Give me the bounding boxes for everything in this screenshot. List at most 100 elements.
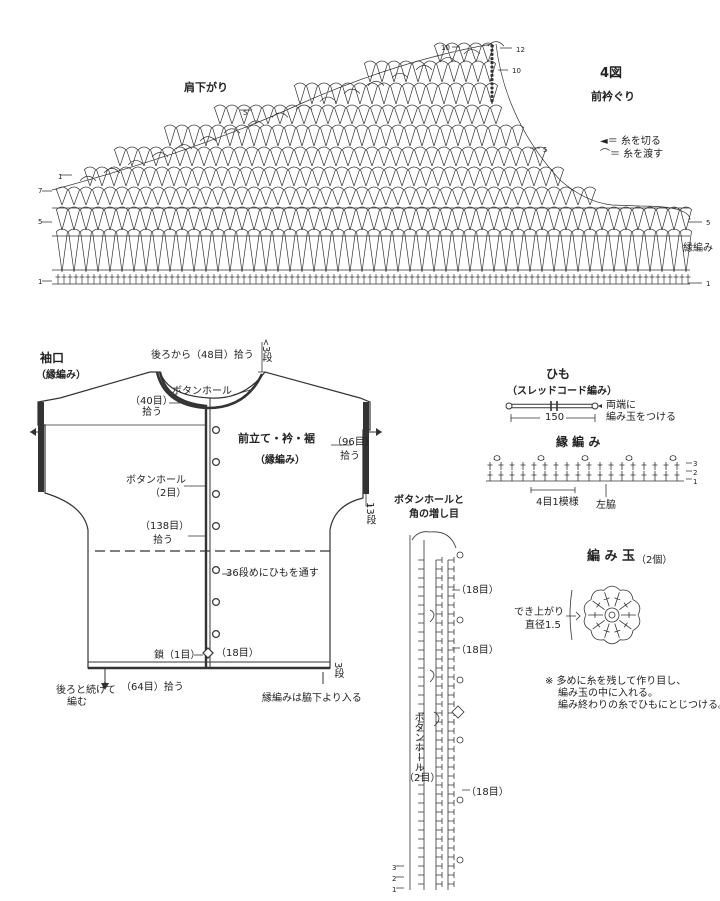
bh-vertical-label: ボタンホール (412, 712, 423, 772)
stitch-dot (490, 61, 494, 65)
edge-row-1: 1 (693, 478, 698, 486)
pick-96-sub: 拾う (340, 451, 360, 462)
edge-row-2: 2 (693, 469, 698, 477)
stitch-dot (490, 78, 494, 82)
edge-row-3: 3 (693, 460, 698, 468)
bh-row-3: 3 (392, 864, 397, 872)
row-marker-5-right: 5 (543, 146, 548, 154)
rows-13-label: 13段 (364, 502, 375, 525)
edge-picot (537, 455, 545, 461)
front-band-title: 前立て・衿・裾 (238, 432, 315, 445)
buttonhole-chart (396, 531, 470, 890)
cuff-subtitle: （縁編み） (36, 370, 86, 381)
garment-schematic (30, 338, 382, 690)
picot-bead (456, 856, 464, 864)
picot-bead (456, 616, 464, 624)
picot-bead (456, 796, 464, 804)
bh-18-c: （18目） (466, 787, 509, 798)
buttonhole-panel-title-1: ボタンホールと (394, 495, 464, 506)
shoulder-label: 肩下がり (184, 81, 228, 94)
string-length: 150 (545, 412, 565, 423)
edge-repeat-label: 4目1模様 (536, 497, 579, 508)
picot-bead (456, 676, 464, 684)
ball-diameter-bracket (569, 589, 573, 641)
ball-arrow (575, 611, 581, 621)
stitch-dot (490, 86, 494, 90)
corner-mark (451, 705, 465, 719)
buttonhole-mid-count: （2目） (150, 488, 187, 499)
stitch-dot (490, 48, 494, 52)
stitch-dot (490, 82, 494, 86)
string-subtitle: （スレッドコード編み） (507, 386, 617, 397)
row-marker-5-left: 5 (38, 218, 43, 226)
edge-picot (493, 455, 501, 461)
ball-count: （2個） (636, 555, 673, 566)
edge-stitch-lines (486, 456, 692, 497)
continue-back-sub: 編む (67, 697, 87, 708)
figure-number: 4図 (600, 66, 623, 81)
stitch-dot (490, 73, 494, 77)
stitch-dot (490, 57, 494, 61)
buttonhole-stitch-lines (396, 531, 470, 890)
picot-bead (456, 736, 464, 744)
cuff-title: 袖口 (40, 351, 65, 365)
ball-note-1: ※ 多めに糸を残して作り目し、 (545, 676, 687, 687)
back-pick-label: 後ろから（48目）拾う (151, 350, 254, 361)
bh-count: （2目） (404, 773, 441, 784)
corner-chain-label: 鎖（1目） (154, 650, 201, 661)
pick-40-sub: 拾う (142, 407, 162, 418)
buttonhole-top-label: ボタンホール (172, 386, 232, 397)
figure-subtitle: 前衿ぐり (591, 90, 635, 103)
stitch-dot (490, 52, 494, 57)
row-marker-5-top: 5 (243, 109, 248, 117)
stitch-dot (490, 90, 494, 94)
edge-picot (581, 455, 589, 461)
row-marker-1-top: 1 (58, 173, 63, 181)
ball-done-2: 直径1.5 (525, 620, 561, 631)
rows-3-bottom: 3段 (332, 662, 343, 679)
buttonhole-panel-title-2: 角の増し目 (409, 509, 459, 520)
continue-back-label: 後ろと続けて (56, 685, 116, 696)
pick-138-label: （138目） (140, 521, 190, 532)
pick-96-label: （96目） (332, 437, 375, 448)
edge-picot (625, 455, 633, 461)
bh-row-1: 1 (392, 886, 397, 894)
picot-bead (456, 551, 464, 559)
pick-138-sub: 拾う (153, 535, 173, 546)
ball-stitch-lines (566, 585, 641, 645)
edge-label: 縁編み (683, 243, 713, 254)
legend-pass: ⌒＝ 糸を渡す (600, 149, 664, 160)
string-title: ひも (546, 367, 571, 381)
stitch-dot (490, 44, 494, 48)
edge-start-note: 縁編みは脇下より入る (262, 693, 362, 704)
knit-ball-chart (566, 585, 641, 645)
front-band-subtitle: （縁編み） (255, 455, 305, 466)
corner-18-label: （18目） (216, 648, 259, 659)
edge-stitch-chart (486, 455, 692, 497)
string-note-1: 両端に (606, 400, 636, 411)
ball-done-1: でき上がり (514, 607, 564, 618)
row-marker-10-left: 10 (441, 44, 450, 52)
ball-inner-ring (608, 611, 616, 619)
row-marker-1-edge: 1 (706, 280, 711, 288)
string-note-2: 編み玉をつける (606, 412, 676, 423)
ball-center-ring (604, 607, 620, 623)
cut-arrow-icon: ◄ (600, 136, 608, 147)
front-neckline-stitch-chart (42, 41, 702, 285)
legend-cut: ◄＝ 糸を切る (600, 136, 661, 147)
pass-curve-icon: ⌒ (600, 149, 610, 160)
rows-3-top: 3段 (260, 346, 271, 363)
stitch-dot (490, 99, 494, 103)
ball-note-2: 編み玉の中に入れる。 (558, 688, 658, 699)
string-row-note: 36段めにひもを通す (226, 568, 319, 579)
stitch-chart-lines (42, 41, 702, 285)
string-cord-diagram (505, 401, 602, 422)
ball-title: 編 み 玉 (587, 549, 636, 564)
row-marker-1-left: 1 (38, 278, 43, 286)
edge-side-label: 左脇 (596, 500, 616, 511)
ball-note-3: 編み終わりの糸でひもにとじつける。 (558, 700, 720, 711)
edge-picot (669, 455, 677, 461)
stitch-dot (490, 65, 494, 69)
